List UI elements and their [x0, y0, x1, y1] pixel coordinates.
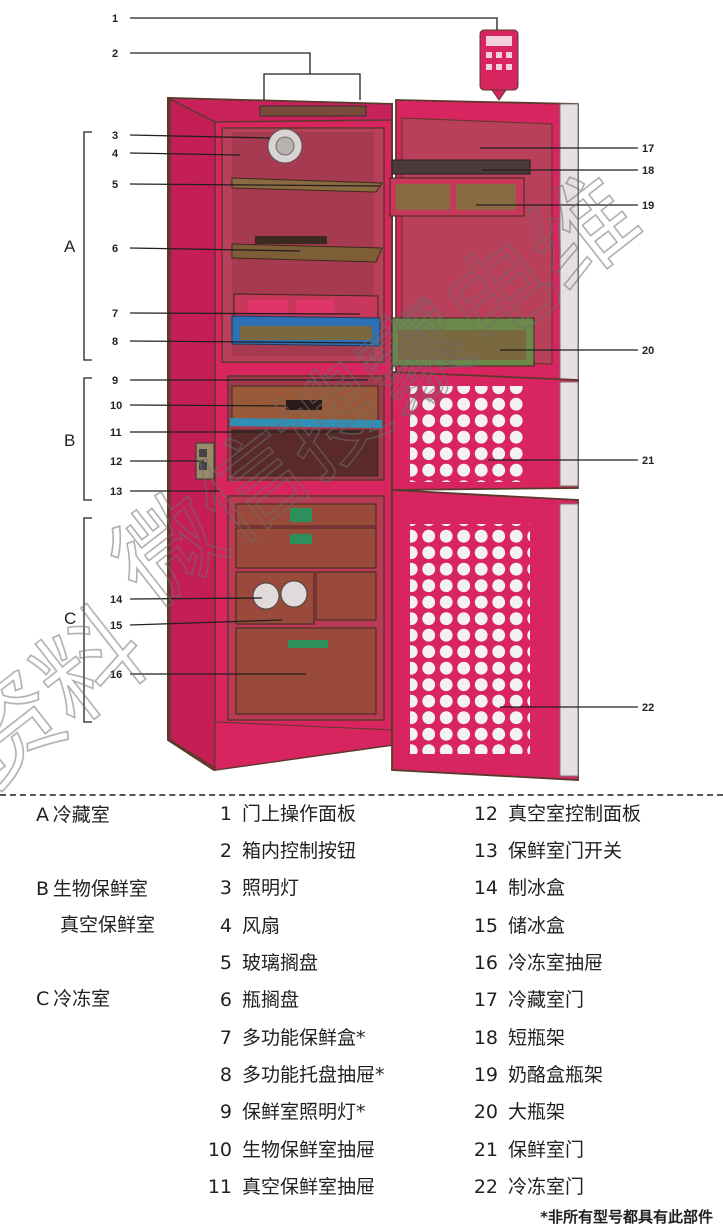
fridge-doors	[389, 99, 579, 781]
category-c: C 冷冻室	[36, 988, 111, 1010]
category-b-line2: 真空保鲜室	[60, 914, 156, 936]
callout-22: 22	[642, 702, 654, 714]
callout-21: 21	[642, 455, 654, 467]
door-control-panel	[479, 29, 519, 101]
callout-15: 15	[110, 620, 122, 632]
callout-7: 7	[112, 308, 118, 320]
callout-8: 8	[112, 336, 118, 348]
section-divider	[0, 794, 723, 796]
svg-text:资料: 资料	[0, 585, 169, 800]
callout-11: 11	[110, 427, 122, 439]
section-label-b: B	[64, 431, 75, 450]
refrigerator-diagram: 1 2 3 4 5 6 7 8 9 10 11 12 13 14 15 16 1…	[0, 13, 662, 800]
callout-1: 1	[112, 13, 118, 25]
callout-14: 14	[110, 594, 123, 606]
callout-5: 5	[112, 179, 118, 191]
callout-19: 19	[642, 200, 654, 212]
callout-18: 18	[642, 165, 654, 177]
callout-12: 12	[110, 456, 122, 468]
footnote: *非所有型号都具有此部件	[540, 1208, 713, 1226]
callout-16: 16	[110, 669, 122, 681]
leader-lines	[83, 17, 638, 723]
category-a: A 冷藏室	[36, 804, 110, 826]
callout-4: 4	[112, 148, 119, 160]
callout-13: 13	[110, 486, 122, 498]
callout-numbers: 1 2 3 4 5 6 7 8 9 10 11 12 13 14 15 16 1…	[110, 13, 654, 714]
category-b: B 生物保鲜室	[36, 878, 148, 900]
section-label-a: A	[64, 237, 76, 256]
callout-9: 9	[112, 375, 118, 387]
callout-3: 3	[112, 130, 118, 142]
callout-6: 6	[112, 243, 118, 255]
callout-20: 20	[642, 345, 654, 357]
callout-2: 2	[112, 48, 118, 60]
fridge-cabinet	[167, 96, 393, 772]
callout-10: 10	[110, 400, 122, 412]
section-label-c: C	[64, 609, 76, 628]
callout-17: 17	[642, 143, 654, 155]
